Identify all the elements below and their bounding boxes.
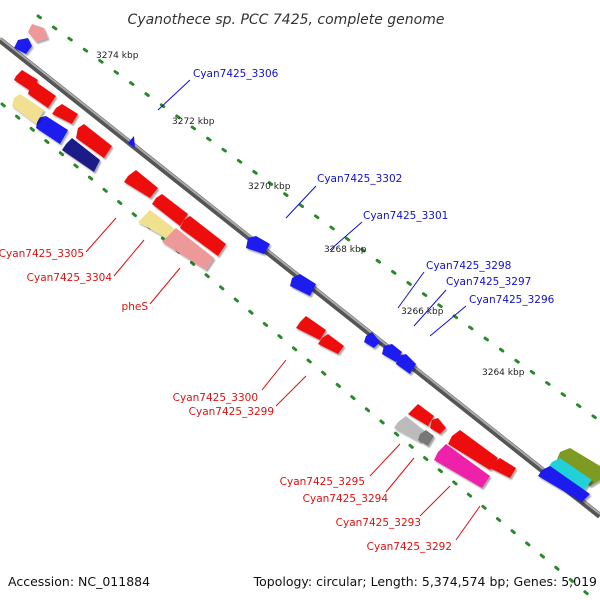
gene-label-cyan7425-3298[interactable]: Cyan7425_3298 <box>426 260 511 272</box>
gene-arrow <box>152 194 188 226</box>
gene-arrow <box>28 24 48 42</box>
gene-arrow <box>382 344 402 362</box>
tick-labels: 3274 kbp 3272 kbp 3270 kbp 3268 kbp 3266… <box>96 51 525 378</box>
gene-arrow <box>296 316 326 340</box>
gene-arrow <box>124 170 158 198</box>
forward-leader-lines <box>157 79 467 337</box>
tick-label-3270: 3270 kbp <box>248 182 291 192</box>
gene-label-cyan7425-3301[interactable]: Cyan7425_3301 <box>363 210 448 222</box>
forward-strand-features <box>14 38 600 502</box>
gene-arrow <box>246 236 270 254</box>
gene-arrow <box>180 216 226 256</box>
gene-label-cyan7425-3305[interactable]: Cyan7425_3305 <box>0 248 84 260</box>
gene-arrow <box>408 404 434 426</box>
gene-label-cyan7425-3300[interactable]: Cyan7425_3300 <box>173 392 258 404</box>
gene-label-cyan7425-3297[interactable]: Cyan7425_3297 <box>446 276 531 288</box>
reverse-gene-labels: Cyan7425_3305 Cyan7425_3304 pheS Cyan742… <box>0 248 452 553</box>
gene-label-cyan7425-3295[interactable]: Cyan7425_3295 <box>280 476 365 488</box>
gene-label-cyan7425-3292[interactable]: Cyan7425_3292 <box>367 541 452 553</box>
gene-label-cyan7425-3304[interactable]: Cyan7425_3304 <box>27 272 113 284</box>
gene-arrow <box>138 210 176 240</box>
gene-label-cyan7425-3299[interactable]: Cyan7425_3299 <box>189 406 274 418</box>
tick-label-3264: 3264 kbp <box>482 368 525 378</box>
gene-arrow <box>318 334 344 354</box>
forward-gene-labels: Cyan7425_3306 Cyan7425_3302 Cyan7425_330… <box>193 68 555 306</box>
tick-label-3268: 3268 kbp <box>324 245 367 255</box>
gene-arrow <box>548 458 592 490</box>
gene-arrow <box>76 124 112 158</box>
genome-summary-text: Topology: circular; Length: 5,374,574 bp… <box>253 574 597 589</box>
reverse-strand-features <box>12 24 516 488</box>
gene-label-phes[interactable]: pheS <box>122 301 149 313</box>
gene-arrow <box>12 94 44 124</box>
gene-arrow <box>62 138 100 172</box>
tick-label-3274: 3274 kbp <box>96 51 139 61</box>
gene-arrow <box>52 104 78 124</box>
gene-arrow <box>556 448 600 486</box>
gene-arrow <box>394 416 426 442</box>
gene-arrow <box>430 418 446 434</box>
gene-arrow <box>128 136 135 148</box>
gene-arrow <box>396 354 416 374</box>
gene-label-cyan7425-3306[interactable]: Cyan7425_3306 <box>193 68 279 80</box>
gene-arrow <box>448 430 498 470</box>
accession-text: Accession: NC_011884 <box>8 574 150 589</box>
gene-arrow <box>418 430 434 446</box>
gene-arrow <box>364 332 380 348</box>
gene-arrow <box>434 444 490 488</box>
gene-label-cyan7425-3294[interactable]: Cyan7425_3294 <box>303 493 389 505</box>
gene-arrow <box>14 38 32 54</box>
gene-label-cyan7425-3296[interactable]: Cyan7425_3296 <box>469 294 555 306</box>
gene-arrow <box>290 274 316 296</box>
gene-arrow <box>162 228 214 270</box>
tick-label-3272: 3272 kbp <box>172 117 215 127</box>
gene-arrow <box>490 458 516 478</box>
reverse-leader-lines <box>85 217 481 541</box>
gene-arrow <box>36 116 68 144</box>
map-title: Cyanothece sp. PCC 7425, complete genome <box>128 12 445 28</box>
gene-arrow <box>538 466 590 502</box>
tick-label-3266: 3266 kbp <box>401 307 444 317</box>
gene-label-cyan7425-3293[interactable]: Cyan7425_3293 <box>336 517 421 529</box>
gene-label-cyan7425-3302[interactable]: Cyan7425_3302 <box>317 173 402 185</box>
tick-track <box>0 14 600 598</box>
gene-arrow <box>28 82 56 108</box>
